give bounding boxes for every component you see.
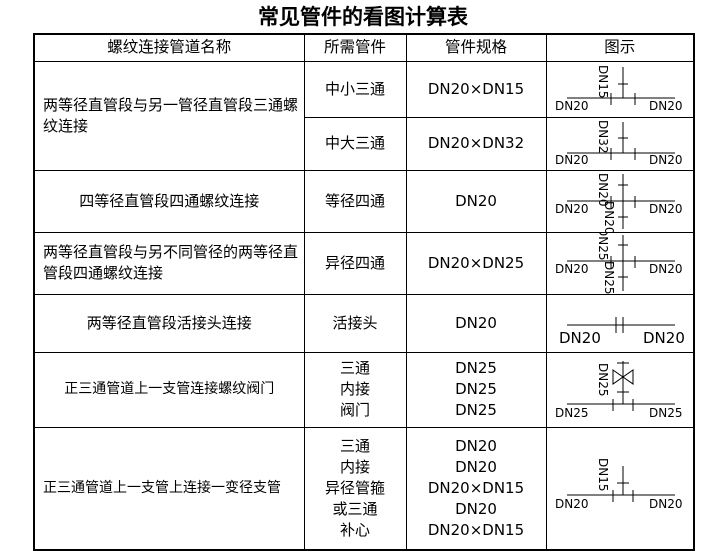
- fitting-line: 三通: [339, 359, 370, 377]
- cross-diagram: DN20 DN20 DN20 DN20: [555, 173, 683, 232]
- fitting-cell: 中大三通: [303, 116, 407, 171]
- fitting-cell: 活接头: [303, 293, 407, 353]
- connection-name: 两等径直管段与另不同管径的两等径直管段四通螺纹连接: [33, 231, 305, 295]
- bottom-pipe-label: DN25: [602, 261, 616, 294]
- diagram-cell: DN25 DN25 DN25: [545, 351, 695, 428]
- connection-name: 两等径直管段与另一管径直管段三通螺纹连接: [33, 60, 305, 171]
- left-pipe-label: DN20: [559, 329, 601, 347]
- connection-name: 四等径直管段四通螺纹连接: [33, 169, 305, 233]
- branch-pipe-label: DN25: [596, 363, 610, 397]
- union-diagram: DN20 DN20: [559, 316, 685, 347]
- fitting-line: 内接: [339, 457, 370, 476]
- table-row: 中大三通 DN20×DN32 DN20 DN20 DN32: [34, 116, 695, 171]
- right-pipe-label: DN20: [649, 262, 683, 276]
- top-pipe-label: DN25: [596, 233, 610, 261]
- spec-cell: DN20: [405, 293, 547, 353]
- spec-cell: DN20×DN32: [405, 116, 547, 171]
- header-diagram: 图示: [545, 33, 695, 62]
- header-fitting: 所需管件: [303, 33, 407, 62]
- fitting-line: 内接: [339, 380, 370, 398]
- diagram-cell: DN20 DN20 DN15: [545, 60, 695, 118]
- table-row: 正三通管道上一支管连接螺纹阀门 三通 内接 阀门 DN25 DN25 DN25: [33, 351, 695, 428]
- left-pipe-label: DN20: [555, 497, 589, 511]
- fitting-line: 异径管箍: [324, 478, 385, 497]
- header-name: 螺纹连接管道名称: [33, 33, 305, 62]
- fitting-cell: 异径四通: [303, 231, 407, 295]
- table-row: 四等径直管段四通螺纹连接 等径四通 DN20 DN20 DN20 DN20: [33, 169, 695, 233]
- fitting-line: 补心: [339, 520, 370, 539]
- spec-line: DN20: [455, 499, 497, 518]
- valve-branch-diagram: DN25 DN25 DN25: [555, 360, 683, 420]
- fitting-cell: 等径四通: [303, 169, 407, 233]
- table-row: 两等径直管段活接头连接 活接头 DN20 DN20 DN20: [33, 293, 695, 353]
- pipe-fitting-table: 螺纹连接管道名称 所需管件 管件规格 图示 两等径直管段与另一管径直管段三通螺纹…: [33, 33, 695, 551]
- left-pipe-label: DN20: [555, 262, 589, 276]
- right-pipe-label: DN20: [649, 497, 683, 511]
- diagram-cell: DN20 DN20 DN32: [545, 116, 695, 171]
- diagram-cell: DN20 DN20: [545, 293, 695, 353]
- spec-cell: DN20: [405, 169, 547, 233]
- diagram-cell: DN20 DN20 DN20 DN20: [545, 169, 695, 233]
- connection-name: 正三通管道上一支管连接螺纹阀门: [33, 351, 305, 428]
- branch-pipe-label: DN15: [596, 458, 610, 492]
- header-spec: 管件规格: [405, 33, 547, 62]
- table-row: 正三通管道上一支管上连接一变径支管 三通 内接 异径管箍 或三通 补心 DN20…: [33, 426, 695, 550]
- spec-line: DN25: [455, 401, 497, 419]
- fitting-cell: 三通 内接 异径管箍 或三通 补心: [303, 426, 407, 550]
- right-pipe-label: DN25: [649, 406, 683, 420]
- top-pipe-label: DN20: [596, 173, 610, 207]
- spec-line: DN20: [455, 457, 497, 476]
- left-pipe-label: DN20: [555, 153, 589, 167]
- right-pipe-label: DN20: [649, 153, 683, 167]
- right-pipe-label: DN20: [649, 202, 683, 216]
- tee-diagram: DN20 DN20 DN32: [555, 120, 683, 167]
- connection-name: 正三通管道上一支管上连接一变径支管: [33, 426, 305, 550]
- spec-line: DN20×DN15: [427, 478, 525, 497]
- left-pipe-label: DN20: [555, 202, 589, 216]
- fitting-line: 或三通: [332, 499, 378, 518]
- spec-line: DN25: [455, 380, 497, 398]
- reducing-branch-diagram: DN20 DN20 DN15: [555, 458, 683, 511]
- spec-line: DN25: [455, 359, 497, 377]
- spec-cell: DN25 DN25 DN25: [405, 351, 547, 428]
- right-pipe-label: DN20: [649, 99, 683, 113]
- left-pipe-label: DN20: [555, 99, 589, 113]
- tee-diagram: DN20 DN20 DN15: [555, 65, 683, 113]
- header-row: 螺纹连接管道名称 所需管件 管件规格 图示: [33, 33, 695, 62]
- spec-cell: DN20×DN25: [405, 231, 547, 295]
- branch-pipe-label: DN32: [596, 120, 610, 154]
- spec-line: DN20: [455, 436, 497, 455]
- fitting-line: 阀门: [339, 401, 370, 419]
- table-row: 两等径直管段与另一管径直管段三通螺纹连接 中小三通 DN20×DN15 DN20…: [33, 60, 695, 171]
- spec-line: DN20×DN15: [427, 520, 525, 539]
- diagram-cell: DN20 DN20 DN15: [545, 426, 695, 550]
- fitting-cell: 三通 内接 阀门: [303, 351, 407, 428]
- reducing-cross-diagram: DN20 DN20 DN25 DN25: [555, 233, 683, 294]
- bottom-pipe-label: DN20: [602, 201, 616, 232]
- branch-pipe-label: DN15: [596, 65, 610, 99]
- table-row: 两等径直管段与另不同管径的两等径直管段四通螺纹连接 异径四通 DN20×DN25…: [33, 231, 695, 295]
- connection-name: 两等径直管段活接头连接: [33, 293, 305, 353]
- right-pipe-label: DN20: [643, 329, 685, 347]
- fitting-line: 三通: [339, 436, 370, 455]
- spec-cell: DN20×DN15: [405, 60, 547, 118]
- left-pipe-label: DN25: [555, 406, 589, 420]
- page-title: 常见管件的看图计算表: [258, 5, 468, 29]
- diagram-cell: DN20 DN20 DN25 DN25: [545, 231, 695, 295]
- fitting-cell: 中小三通: [303, 60, 407, 118]
- spec-cell: DN20 DN20 DN20×DN15 DN20 DN20×DN15: [405, 426, 547, 550]
